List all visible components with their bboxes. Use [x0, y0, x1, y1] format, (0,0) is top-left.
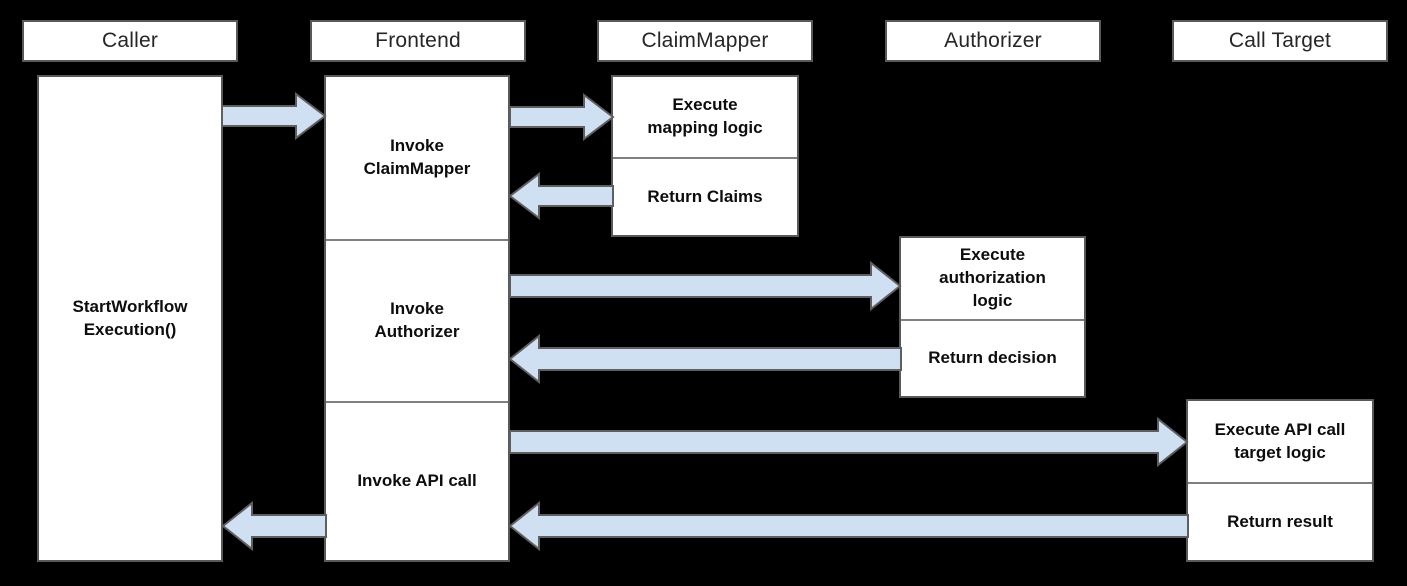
message-arrow-calltarget-to-frontend[interactable]	[508, 500, 1189, 552]
lifeline-segment-return-result: Return result	[1188, 482, 1372, 560]
lifeline-segment-invoke-claimmapper: Invoke ClaimMapper	[363, 136, 471, 178]
lifeline-segment-return-decision: Return decision	[901, 319, 1084, 396]
participant-header-claimmapper[interactable]: ClaimMapper	[597, 20, 813, 62]
participant-header-authorizer[interactable]: Authorizer	[885, 20, 1101, 62]
message-arrow-authorizer-to-frontend[interactable]	[508, 333, 902, 385]
participant-label: ClaimMapper	[641, 29, 769, 53]
message-arrow-frontend-to-caller[interactable]	[221, 500, 327, 552]
lifeline-caller[interactable]: StartWorkflow Execution()	[37, 75, 223, 562]
participant-label: Caller	[101, 29, 159, 53]
message-arrow-frontend-to-calltarget[interactable]	[509, 416, 1189, 468]
participant-label: Frontend	[375, 29, 461, 53]
participant-label: Authorizer	[944, 29, 1042, 53]
message-arrow-claimmapper-to-frontend[interactable]	[508, 171, 614, 221]
participant-label: Call Target	[1228, 29, 1332, 53]
lifeline-segment-execute-api-call-target-logic: Execute API call target logic	[1214, 419, 1346, 462]
lifeline-segment-start-workflow-execution: StartWorkflow Execution()	[72, 296, 188, 339]
lifeline-claimmapper[interactable]: Execute mapping logic Return Claims	[611, 75, 799, 237]
lifeline-segment-invoke-authorizer: Invoke Authorizer	[326, 239, 508, 401]
message-arrow-frontend-to-claimmapper[interactable]	[509, 92, 615, 142]
lifeline-segment-return-claims: Return Claims	[613, 157, 797, 235]
participant-header-calltarget[interactable]: Call Target	[1172, 20, 1388, 62]
message-arrow-caller-to-frontend[interactable]	[221, 91, 327, 141]
participant-header-frontend[interactable]: Frontend	[310, 20, 526, 62]
lifeline-authorizer[interactable]: Execute authorization logic Return decis…	[899, 236, 1086, 398]
lifeline-segment-execute-mapping-logic: Execute mapping logic	[647, 95, 763, 137]
participant-header-caller[interactable]: Caller	[22, 20, 238, 62]
message-arrow-frontend-to-authorizer[interactable]	[509, 260, 902, 312]
lifeline-frontend[interactable]: Invoke ClaimMapper Invoke Authorizer Inv…	[324, 75, 510, 562]
lifeline-segment-execute-authorization-logic: Execute authorization logic	[939, 245, 1046, 310]
lifeline-calltarget[interactable]: Execute API call target logic Return res…	[1186, 399, 1374, 562]
lifeline-segment-invoke-api-call: Invoke API call	[326, 401, 508, 560]
